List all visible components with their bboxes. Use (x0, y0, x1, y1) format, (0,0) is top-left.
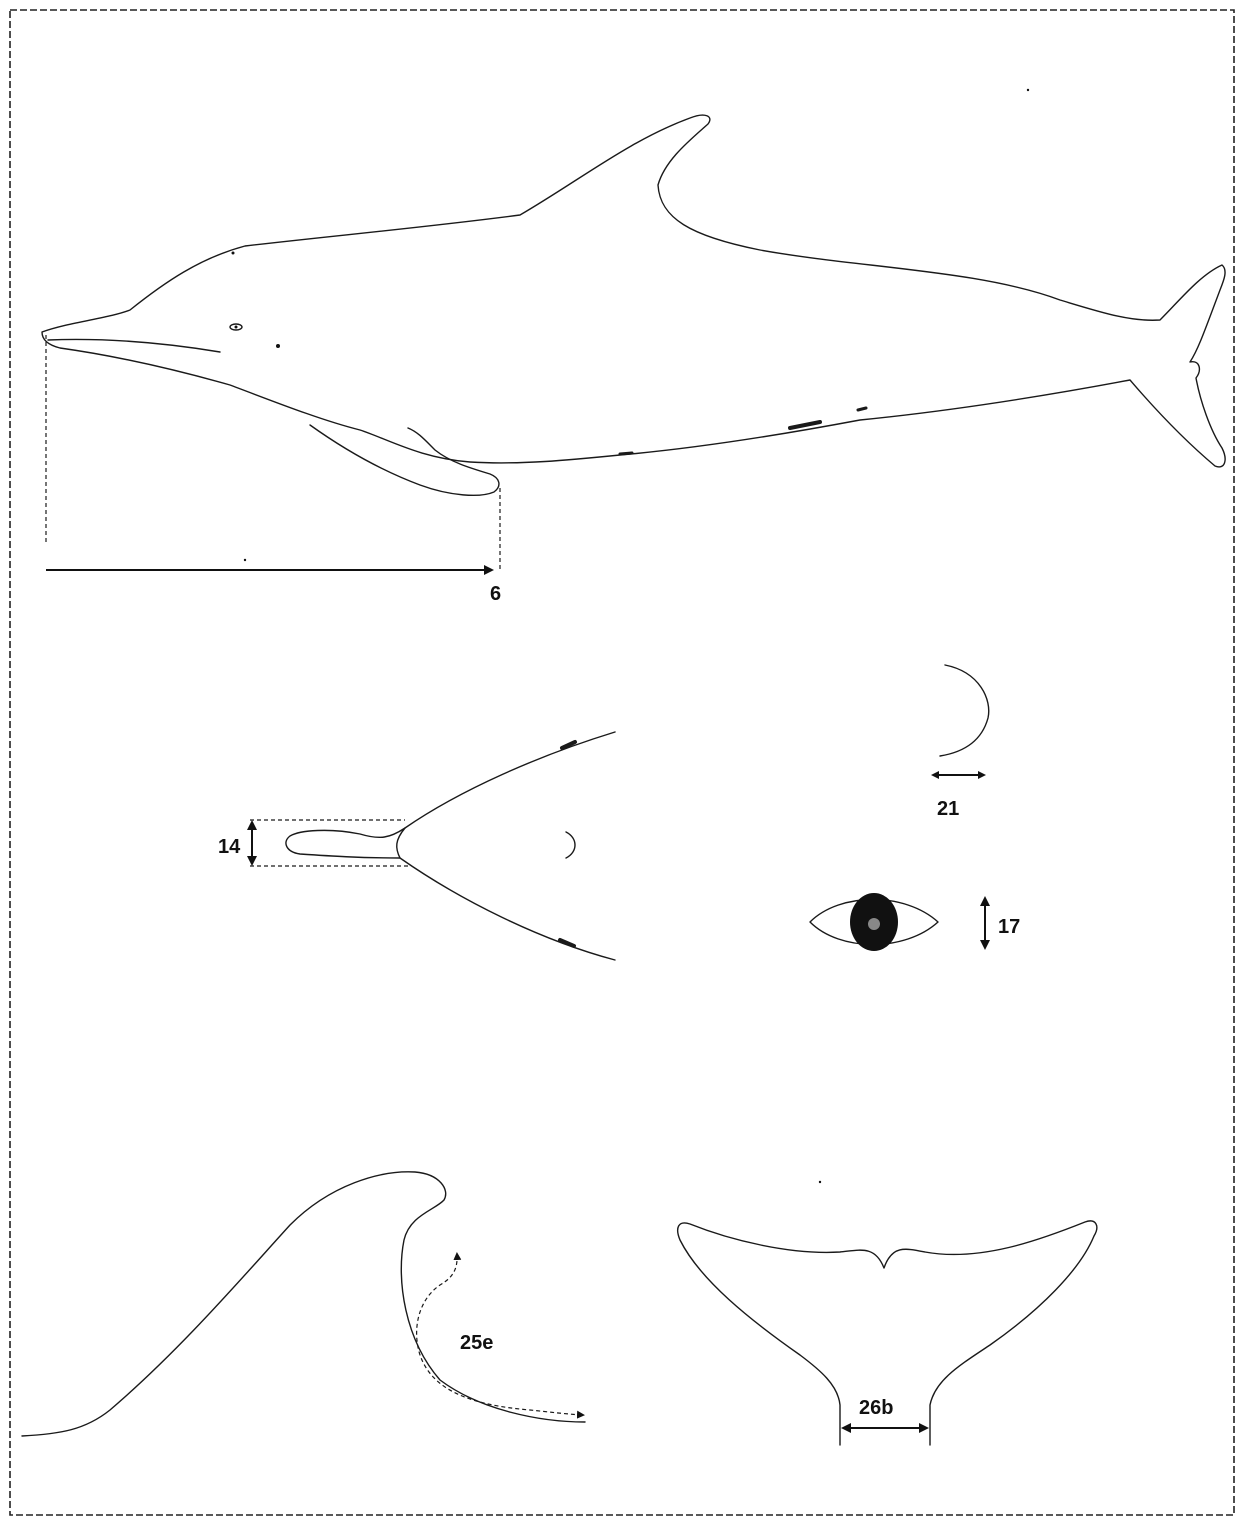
dolphin-ear-dot (276, 344, 280, 348)
page-border (10, 10, 1234, 1515)
measure-14-label: 14 (218, 836, 241, 858)
dorsal-fin-outline (22, 1172, 585, 1436)
dolphin-pectoral-flipper (310, 425, 499, 495)
measure-25e-label: 25e (460, 1332, 493, 1354)
tail-fluke-detail: 26b (678, 1221, 1097, 1445)
blowhole-crescent (940, 665, 989, 756)
measure-26b-label: 26b (859, 1397, 893, 1419)
blowhole-mark (566, 832, 575, 858)
measure-17-label: 17 (998, 916, 1020, 938)
beak-dorsal-view: 14 (218, 732, 615, 960)
beak-head-outline (286, 732, 615, 960)
measure-21-label: 21 (937, 798, 959, 820)
dorsal-fin-edge-trace (417, 1254, 583, 1415)
dolphin-side-view: 6 (42, 115, 1225, 605)
eye-detail: 17 (810, 893, 1020, 951)
dorsal-fin-detail: 25e (22, 1172, 585, 1436)
blowhole-detail: 21 (933, 665, 989, 820)
dolphin-body-outline (42, 115, 1225, 467)
measure-6-label: 6 (490, 583, 501, 605)
